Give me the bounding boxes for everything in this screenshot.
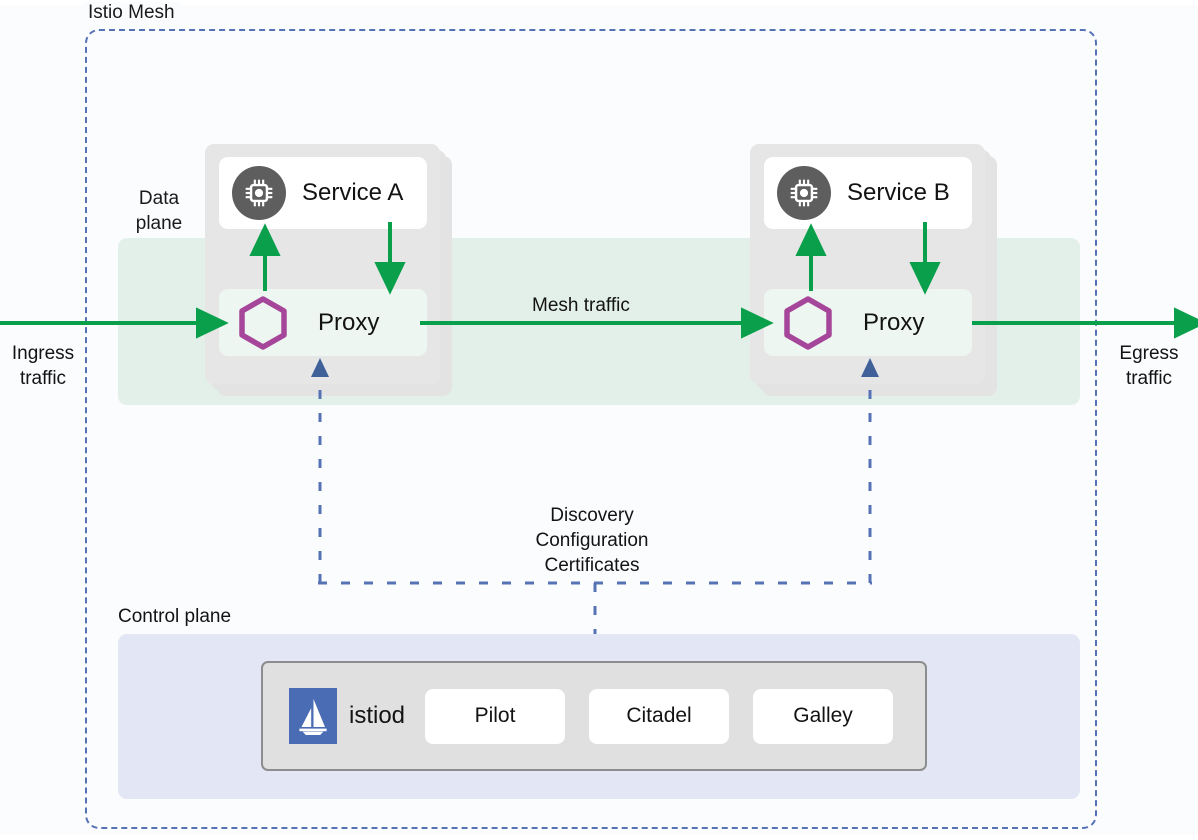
proxy-b-label: Proxy (863, 308, 925, 336)
service-b-box[interactable]: Service B (764, 157, 972, 229)
component-galley-label: Galley (793, 704, 853, 727)
ingress-traffic-label-line2: traffic (19, 368, 67, 389)
istiod-label: istiod (349, 702, 406, 729)
component-galley[interactable]: Galley (753, 688, 894, 744)
data-plane-label: Data plane (119, 186, 199, 236)
egress-traffic-label-line1: Egress (1119, 343, 1179, 364)
proxy-a-label: Proxy (318, 308, 380, 336)
top-white-strip (0, 0, 1198, 5)
control-plane-label: Control plane (118, 606, 232, 627)
mesh-traffic-label: Mesh traffic (532, 295, 630, 316)
egress-traffic-label: Egress traffic (1108, 341, 1190, 391)
istio-sailboat-logo-icon (289, 688, 337, 744)
component-pilot[interactable]: Pilot (425, 688, 566, 744)
service-a-box[interactable]: Service A (219, 157, 427, 229)
proxy-a-box[interactable]: Proxy (219, 289, 427, 356)
control-link-label: Discovery Configuration Certificates (497, 503, 687, 578)
component-pilot-label: Pilot (474, 704, 516, 727)
control-link-label-line2: Configuration (535, 530, 649, 551)
component-citadel[interactable]: Citadel (589, 688, 730, 744)
control-link-label-line1: Discovery (550, 505, 634, 526)
istio-mesh-boundary (85, 29, 1097, 829)
hexagon-icon (237, 295, 289, 351)
cpu-chip-icon (232, 166, 286, 220)
data-plane-label-line1: Data (138, 188, 180, 209)
ingress-traffic-label-line1: Ingress (11, 343, 75, 364)
control-link-label-line3: Certificates (544, 555, 640, 576)
hexagon-icon (782, 295, 834, 351)
cpu-chip-icon (777, 166, 831, 220)
service-b-label: Service B (847, 179, 950, 206)
istiod-container[interactable]: istiod Pilot Citadel Galley (261, 661, 927, 771)
egress-traffic-label-line2: traffic (1125, 368, 1173, 389)
component-citadel-label: Citadel (626, 704, 692, 727)
service-a-label: Service A (302, 179, 404, 206)
pod-service-a[interactable]: Service A Proxy (205, 144, 452, 396)
ingress-traffic-label: Ingress traffic (4, 341, 82, 391)
bottom-white-strip (0, 835, 1198, 840)
istio-mesh-label: Istio Mesh (84, 2, 181, 24)
pod-service-b[interactable]: Service B Proxy (750, 144, 997, 396)
proxy-b-box[interactable]: Proxy (764, 289, 972, 356)
data-plane-label-line2: plane (135, 213, 183, 234)
